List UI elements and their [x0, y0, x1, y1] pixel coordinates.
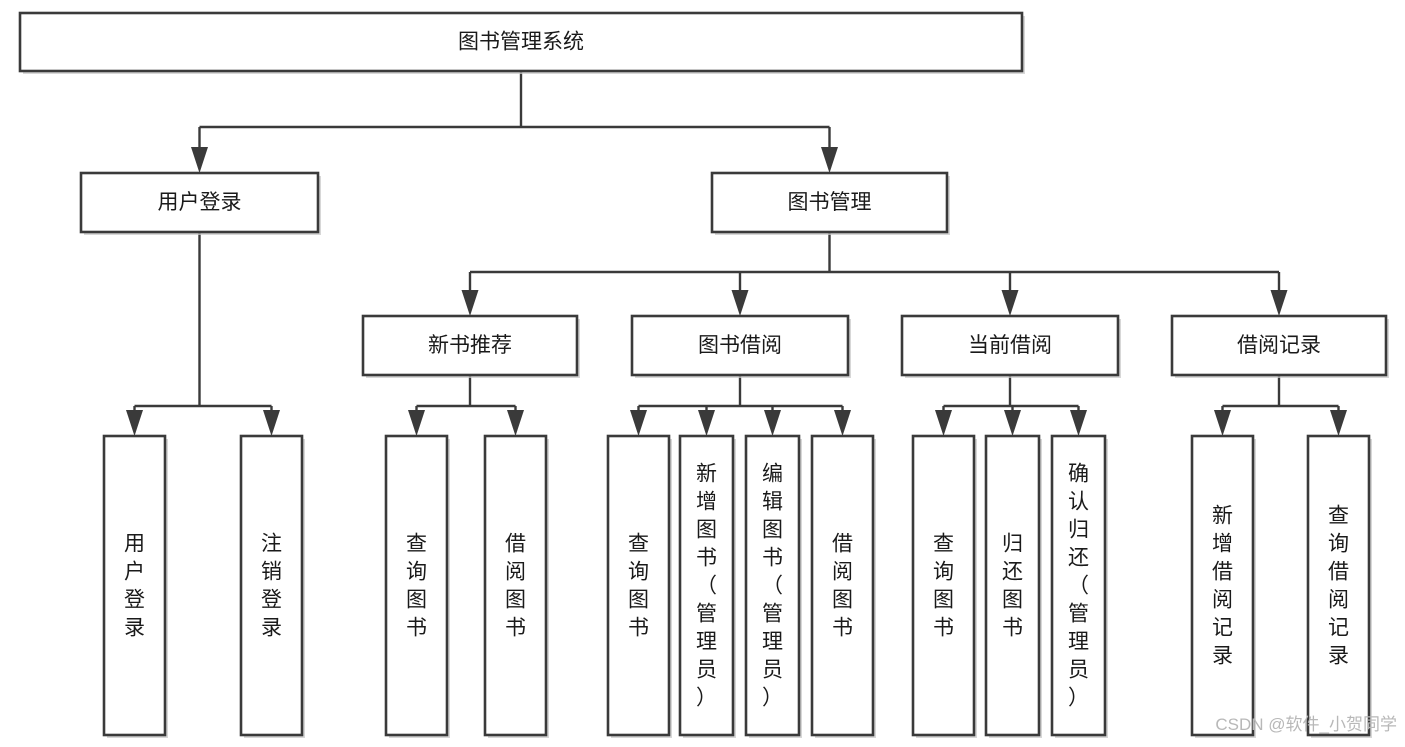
node-leaf-borrow-book-2[interactable]: 借阅图书: [810, 434, 876, 738]
node-label: 编辑图书（管理员）: [762, 463, 783, 710]
node-user-login[interactable]: 用户登录: [79, 171, 321, 235]
node-label: 新增图书（管理员）: [696, 463, 717, 710]
node-label: 用户登录: [124, 533, 145, 640]
node-leaf-user-login[interactable]: 用户登录: [102, 434, 168, 738]
arrow-head-icon: [764, 410, 781, 436]
node-label: 图书借阅: [698, 334, 782, 357]
arrow-head-icon: [935, 410, 952, 436]
node-label: 借阅图书: [505, 533, 526, 640]
node-label: 借阅记录: [1237, 334, 1321, 357]
node-root[interactable]: 图书管理系统: [18, 11, 1025, 74]
node-label: 当前借阅: [968, 334, 1052, 357]
node-leaf-return-book[interactable]: 归还图书: [984, 434, 1042, 738]
node-current-borrow[interactable]: 当前借阅: [900, 314, 1121, 378]
node-label: 查询图书: [628, 533, 649, 640]
node-label: 归还图书: [1002, 533, 1023, 640]
nodes-layer: 图书管理系统用户登录图书管理新书推荐图书借阅当前借阅借阅记录用户登录注销登录查询…: [18, 11, 1389, 738]
arrow-head-icon: [1270, 290, 1288, 316]
node-leaf-borrow-book-1[interactable]: 借阅图书: [483, 434, 549, 738]
csdn-watermark: CSDN @软件_小贺同学: [1215, 715, 1397, 734]
node-book-management[interactable]: 图书管理: [710, 171, 950, 235]
arrow-head-icon: [1214, 410, 1231, 436]
node-label: 借阅图书: [832, 533, 853, 640]
node-leaf-query-book-2[interactable]: 查询图书: [606, 434, 672, 738]
arrow-head-icon: [821, 147, 838, 173]
arrow-head-icon: [1001, 290, 1019, 316]
arrow-head-icon: [1070, 410, 1087, 436]
node-borrow-record[interactable]: 借阅记录: [1170, 314, 1389, 378]
node-leaf-confirm-return[interactable]: 确认归还（管理员）: [1050, 434, 1108, 738]
arrow-head-icon: [126, 410, 143, 436]
node-label: 新书推荐: [428, 334, 512, 357]
arrow-head-icon: [507, 410, 524, 436]
arrow-head-icon: [461, 290, 479, 316]
arrow-head-icon: [731, 290, 749, 316]
arrow-head-icon: [1330, 410, 1347, 436]
node-label: 图书管理系统: [458, 31, 584, 54]
arrow-head-icon: [263, 410, 280, 436]
node-label: 查询图书: [406, 533, 427, 640]
arrow-head-icon: [834, 410, 851, 436]
arrow-head-icon: [698, 410, 715, 436]
node-leaf-query-book-3[interactable]: 查询图书: [911, 434, 977, 738]
arrow-head-icon: [1004, 410, 1021, 436]
node-leaf-query-book-1[interactable]: 查询图书: [384, 434, 450, 738]
arrow-head-icon: [630, 410, 647, 436]
node-label: 查询图书: [933, 533, 954, 640]
arrow-head-icon: [191, 147, 208, 173]
connectors-layer: [126, 71, 1347, 436]
node-new-book-recommend[interactable]: 新书推荐: [361, 314, 580, 378]
node-label: 用户登录: [158, 191, 242, 214]
node-label: 图书管理: [788, 191, 872, 214]
node-leaf-query-borrow-record[interactable]: 查询借阅记录: [1306, 434, 1372, 738]
node-label: 确认归还（管理员）: [1068, 463, 1089, 710]
arrow-head-icon: [408, 410, 425, 436]
node-leaf-edit-book[interactable]: 编辑图书（管理员）: [744, 434, 802, 738]
node-book-borrow[interactable]: 图书借阅: [630, 314, 851, 378]
node-label: 新增借阅记录: [1212, 505, 1233, 668]
node-leaf-logout-login[interactable]: 注销登录: [239, 434, 305, 738]
node-leaf-add-borrow-record[interactable]: 新增借阅记录: [1190, 434, 1256, 738]
node-leaf-add-book[interactable]: 新增图书（管理员）: [678, 434, 736, 738]
node-label: 查询借阅记录: [1328, 505, 1349, 668]
node-label: 注销登录: [261, 533, 282, 640]
